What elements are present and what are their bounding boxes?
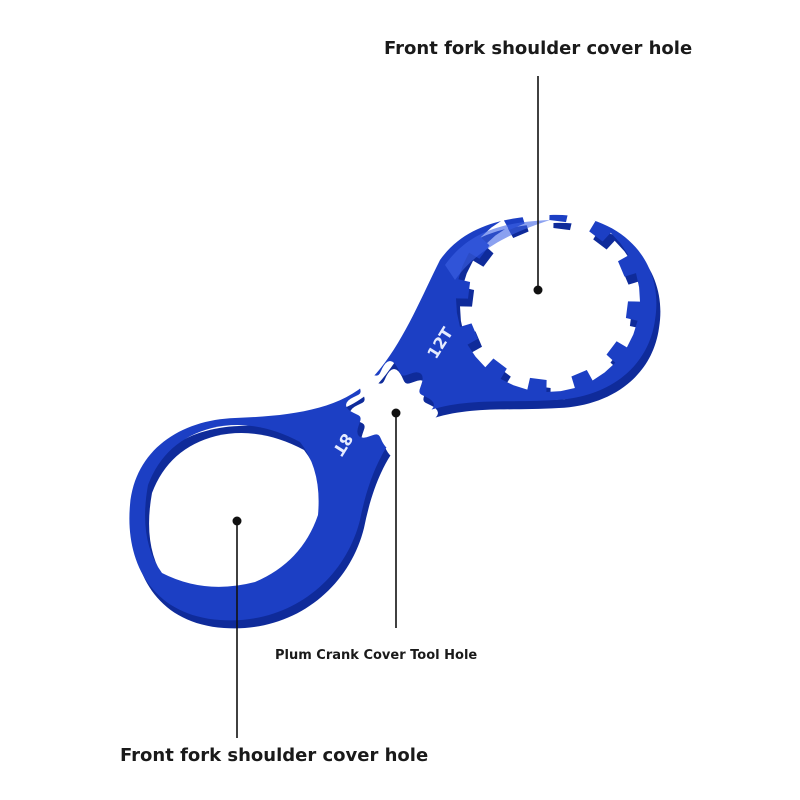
callout-dot-bottom xyxy=(232,516,242,526)
callout-label-bottom: Front fork shoulder cover hole xyxy=(120,745,429,766)
callout-label-top: Front fork shoulder cover hole xyxy=(384,38,693,59)
callout-label-middle: Plum Crank Cover Tool Hole xyxy=(275,648,478,663)
callout-dot-middle xyxy=(391,408,401,418)
callout-dot-top xyxy=(533,285,543,295)
wrench-body xyxy=(129,214,657,621)
wrench-highlight xyxy=(445,220,550,280)
